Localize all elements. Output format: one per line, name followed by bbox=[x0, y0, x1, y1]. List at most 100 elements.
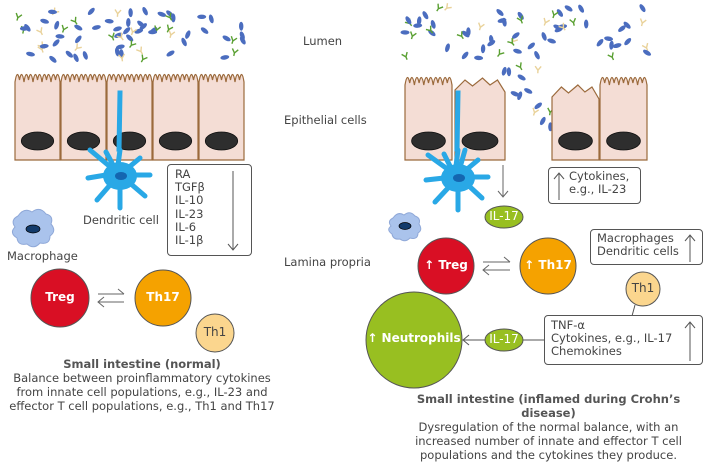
bacterium-icon bbox=[200, 27, 209, 34]
bacterium-icon bbox=[166, 50, 175, 57]
antibody-icon bbox=[108, 32, 115, 41]
treg-cell-right bbox=[417, 237, 475, 295]
bacterium-icon bbox=[181, 37, 187, 47]
nucleus-icon bbox=[411, 131, 446, 151]
bacterium-icon bbox=[512, 32, 520, 39]
arrow-up-icon bbox=[553, 172, 565, 200]
effector-line: Cytokines, e.g., IL-17 bbox=[551, 331, 673, 346]
bacterium-icon bbox=[19, 26, 29, 31]
bacterium-icon bbox=[39, 43, 49, 49]
bacterium-icon bbox=[466, 27, 471, 37]
bacterium-icon bbox=[185, 30, 191, 39]
antibody-icon bbox=[401, 51, 408, 60]
equilibrium-arrows-left bbox=[97, 288, 125, 308]
antibody-icon bbox=[639, 18, 647, 27]
antibody-icon bbox=[36, 27, 44, 36]
cytokines-box-right: Cytokines, e.g., IL-23 bbox=[548, 167, 641, 204]
antibody-icon bbox=[534, 65, 542, 74]
nucleus-icon bbox=[204, 131, 239, 151]
th1-label-right: Th1 bbox=[631, 281, 655, 295]
nucleus-icon bbox=[158, 131, 193, 151]
antibody-icon bbox=[165, 12, 173, 21]
bacterium-icon bbox=[220, 55, 230, 60]
arrow-up-icon bbox=[684, 321, 696, 361]
caption-line: from innate cell populations, e.g., IL-2… bbox=[16, 385, 268, 399]
innate-line: Dendritic cells bbox=[597, 244, 679, 259]
layer-label-epithelial: Epithelial cells bbox=[284, 113, 367, 127]
cytokine-box-left: RA TGFβ IL-10 IL-23 IL-6 IL-1β bbox=[167, 164, 252, 256]
bacterium-icon bbox=[604, 36, 614, 41]
bacterium-icon bbox=[556, 9, 564, 17]
antibody-icon bbox=[607, 52, 615, 61]
th1-label-left: Th1 bbox=[203, 325, 227, 339]
nucleus-icon bbox=[20, 131, 55, 151]
bacterium-icon bbox=[405, 16, 412, 25]
bacterium-icon bbox=[148, 29, 158, 35]
bacterium-icon bbox=[238, 21, 244, 31]
bacterium-icon bbox=[609, 40, 614, 50]
bacterium-icon bbox=[564, 5, 573, 12]
antibody-icon bbox=[15, 12, 23, 21]
bacterium-icon bbox=[222, 35, 231, 42]
bacterium-icon bbox=[639, 4, 646, 13]
bacterium-icon bbox=[157, 11, 167, 17]
bacterium-icon bbox=[506, 67, 512, 77]
antibody-icon bbox=[61, 24, 69, 33]
antibody-icon bbox=[74, 43, 82, 52]
neutrophil-cell bbox=[365, 291, 463, 389]
arrow-down-icon bbox=[227, 171, 239, 251]
antibody-icon bbox=[641, 42, 649, 51]
il17-label-top: IL-17 bbox=[489, 209, 519, 223]
epithelial-layer-right bbox=[404, 76, 648, 161]
bacterium-icon bbox=[142, 7, 148, 16]
bacterium-icon bbox=[487, 40, 496, 47]
caption-line: increased number of innate and effector … bbox=[415, 434, 682, 448]
caption-line: populations and the cytokines they produ… bbox=[420, 448, 677, 462]
cytokine-item: IL-23 bbox=[175, 206, 204, 221]
cytokine-item: IL-10 bbox=[175, 193, 204, 208]
nucleus-icon bbox=[66, 131, 101, 151]
bacterium-icon bbox=[87, 7, 95, 16]
macrophage-icon-right bbox=[388, 212, 422, 242]
antibody-icon bbox=[425, 25, 434, 34]
bacterium-icon bbox=[74, 24, 83, 31]
bacterium-icon bbox=[239, 36, 246, 45]
bacterium-icon bbox=[91, 25, 101, 30]
bacterium-icon bbox=[430, 20, 436, 29]
bacterium-icon bbox=[461, 51, 469, 60]
nucleus-icon bbox=[461, 131, 499, 151]
bacterium-icon bbox=[114, 47, 120, 57]
bacterium-icon bbox=[54, 20, 60, 30]
th17-cell-left bbox=[134, 269, 192, 327]
antibody-icon bbox=[551, 10, 559, 19]
bacterium-icon bbox=[128, 8, 133, 18]
bacterium-icon bbox=[539, 116, 546, 126]
bacterium-icon bbox=[513, 48, 522, 54]
bacterium-icon bbox=[547, 38, 556, 44]
dendritic-cell-icon-right bbox=[423, 90, 491, 213]
antibody-icon bbox=[543, 17, 551, 26]
bacterium-icon bbox=[578, 4, 585, 13]
bacterium-icon bbox=[596, 39, 604, 47]
cytokines-line: Cytokines, bbox=[569, 169, 630, 183]
bacterium-icon bbox=[75, 35, 82, 44]
bacterium-icon bbox=[48, 9, 57, 15]
antibody-icon bbox=[478, 22, 485, 31]
caption-title-left: Small intestine (normal) bbox=[63, 357, 221, 371]
bacterium-icon bbox=[416, 16, 422, 26]
cytokines-line: e.g., IL-23 bbox=[569, 182, 627, 197]
treg-label-left: Treg bbox=[45, 290, 75, 304]
bacterium-icon bbox=[501, 66, 507, 76]
bacterium-icon bbox=[400, 30, 410, 35]
antibody-icon bbox=[444, 3, 452, 11]
bacterium-icon bbox=[524, 88, 533, 94]
bacterium-icon bbox=[534, 102, 542, 110]
bacterium-icon bbox=[126, 18, 131, 27]
effector-cytokines-box: TNF-α Cytokines, e.g., IL-17 Chemokines bbox=[544, 315, 703, 365]
bacterium-icon bbox=[623, 21, 631, 29]
antibody-icon bbox=[231, 48, 239, 57]
antibody-icon bbox=[140, 54, 148, 63]
nucleus-icon bbox=[606, 131, 641, 151]
bacterium-icon bbox=[643, 49, 651, 56]
lumen-bacteria-right bbox=[400, 3, 651, 132]
